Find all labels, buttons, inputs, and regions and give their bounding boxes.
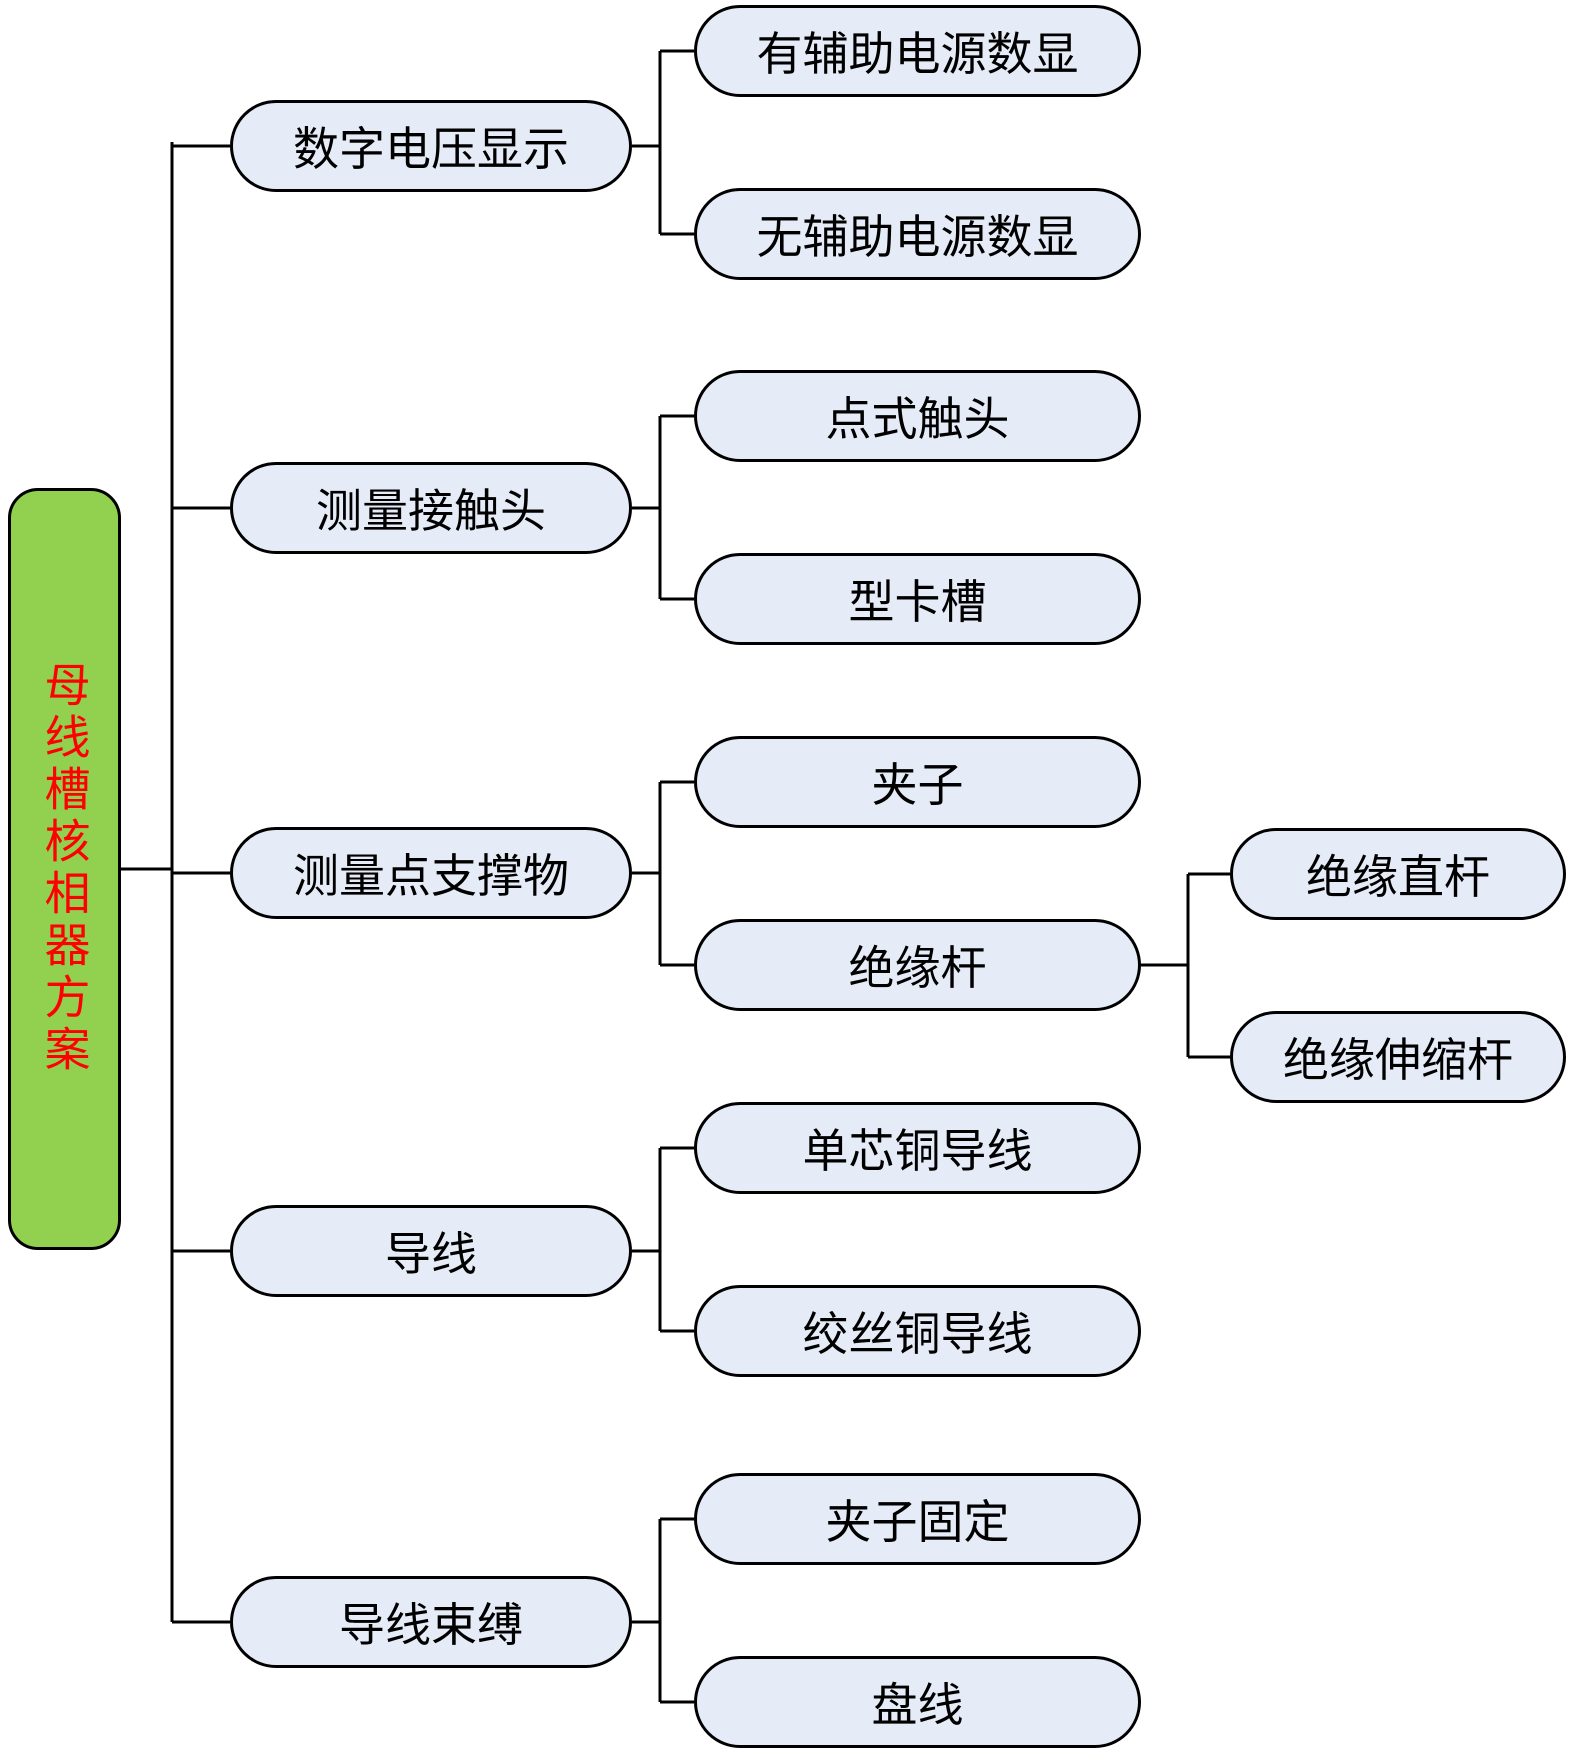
- leaf-aux-power-display: 有辅助电源数显: [694, 5, 1141, 97]
- branch-wire-binding: 导线束缚: [230, 1576, 632, 1668]
- leaf-stranded-copper-wire: 绞丝铜导线: [694, 1285, 1141, 1377]
- root-node: 母线槽核相器方案: [8, 488, 121, 1250]
- branch-measuring-point-support: 测量点支撑物: [230, 827, 632, 919]
- branch-label: 数字电压显示: [293, 122, 569, 176]
- leaf-label: 点式触头: [825, 392, 1010, 446]
- branch-digital-voltage-display: 数字电压显示: [230, 100, 632, 192]
- leaf-label: 绝缘伸缩杆: [1283, 1033, 1513, 1087]
- branch-label: 导线: [385, 1227, 477, 1281]
- leaf-coiled-wire: 盘线: [694, 1656, 1141, 1748]
- leaf-insulating-rod: 绝缘杆: [694, 919, 1141, 1011]
- leaf-straight-insulating-rod: 绝缘直杆: [1230, 828, 1566, 920]
- leaf-label: 单芯铜导线: [802, 1124, 1033, 1178]
- leaf-clip-fixing: 夹子固定: [694, 1473, 1141, 1565]
- leaf-label: 绝缘直杆: [1306, 850, 1490, 904]
- leaf-telescopic-insulating-rod: 绝缘伸缩杆: [1230, 1011, 1566, 1103]
- leaf-label: 盘线: [871, 1678, 964, 1732]
- leaf-point-contact: 点式触头: [694, 370, 1141, 462]
- leaf-label: 有辅助电源数显: [756, 27, 1079, 81]
- branch-label: 测量接触头: [316, 484, 546, 538]
- leaf-single-core-copper-wire: 单芯铜导线: [694, 1102, 1141, 1194]
- leaf-clip: 夹子: [694, 736, 1141, 828]
- leaf-label: 无辅助电源数显: [756, 210, 1079, 264]
- branch-wire: 导线: [230, 1205, 632, 1297]
- leaf-label: 夹子固定: [825, 1495, 1010, 1549]
- branch-label: 导线束缚: [339, 1598, 523, 1652]
- leaf-label: 型卡槽: [848, 575, 987, 629]
- leaf-label: 夹子: [871, 758, 964, 812]
- leaf-label: 绝缘杆: [848, 941, 987, 995]
- branch-label: 测量点支撑物: [293, 849, 569, 903]
- branch-measuring-contact: 测量接触头: [230, 462, 632, 554]
- leaf-label: 绞丝铜导线: [802, 1307, 1033, 1361]
- root-label: 母线槽核相器方案: [37, 661, 92, 1077]
- leaf-no-aux-power-display: 无辅助电源数显: [694, 188, 1141, 280]
- leaf-card-slot: 型卡槽: [694, 553, 1141, 645]
